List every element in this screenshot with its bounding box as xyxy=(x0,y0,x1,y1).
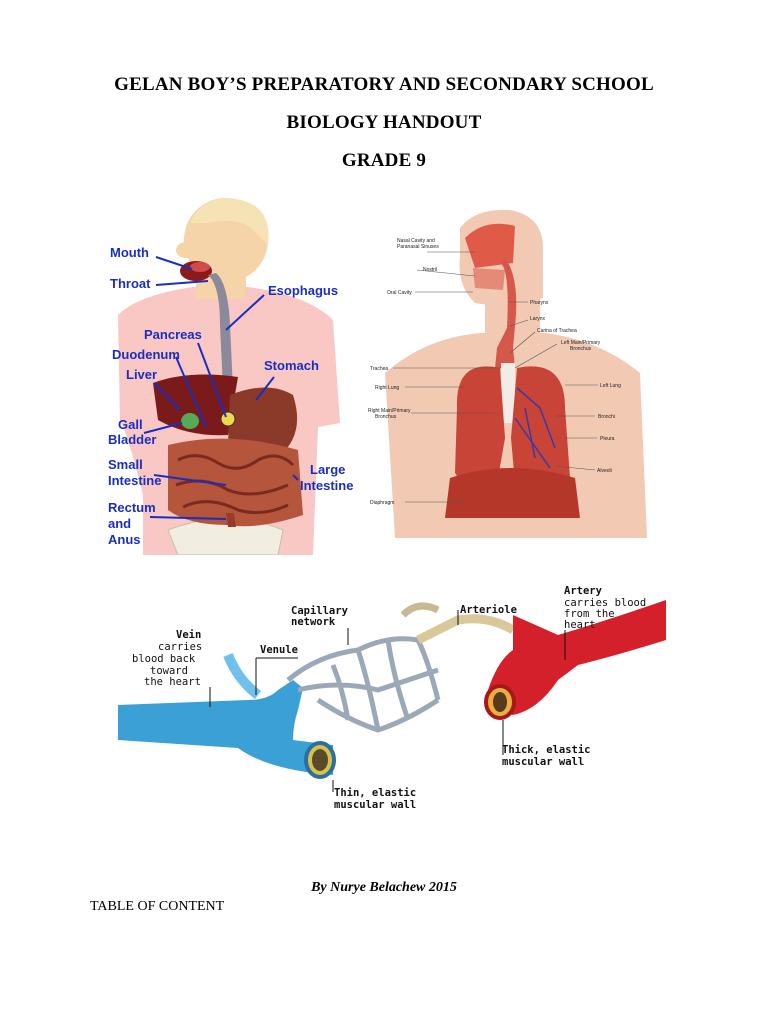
label-vein-desc-1: carries xyxy=(158,641,202,653)
label-gall: Gall xyxy=(118,417,143,432)
label-small: Small xyxy=(108,457,143,472)
label-pancreas: Pancreas xyxy=(144,327,202,342)
label-diaphragm: Diaphragm xyxy=(370,500,394,506)
label-stomach: Stomach xyxy=(264,358,319,373)
document-title: BIOLOGY HANDOUT xyxy=(286,112,482,133)
label-vein: Vein xyxy=(176,629,201,641)
table-of-content-heading: TABLE OF CONTENT xyxy=(90,899,225,914)
respiratory-system-figure: Nasal Cavity and Paranasal Sinuses Nostr… xyxy=(368,209,647,538)
school-name-heading: GELAN BOY’S PREPARATORY AND SECONDARY SC… xyxy=(114,74,654,95)
body-illustration xyxy=(118,198,340,555)
label-right-main-bronchus: Right Main/Primary xyxy=(368,408,411,414)
label-pleura: Pleura xyxy=(600,436,615,442)
label-vein-desc-2: blood back xyxy=(132,653,196,665)
label-right-bronchus: Bronchus xyxy=(375,414,397,420)
label-thick-wall-2: muscular wall xyxy=(502,756,584,768)
label-and: and xyxy=(108,516,131,531)
label-left-bronchus: Bronchus xyxy=(570,346,592,352)
label-nasal-cavity: Nasal Cavity and xyxy=(397,238,435,244)
label-pharynx: Pharynx xyxy=(530,300,549,306)
label-leader-lines xyxy=(393,251,598,503)
label-artery-desc-3: heart xyxy=(564,619,596,631)
grade-heading: GRADE 9 xyxy=(341,150,427,171)
label-larynx: Larynx xyxy=(530,316,546,322)
label-oral-cavity: Oral Cavity xyxy=(387,290,412,296)
label-left-lung: Left Lung xyxy=(600,383,621,389)
label-liver: Liver xyxy=(126,367,157,382)
label-large: Large xyxy=(310,462,345,477)
label-alveoli: Alveoli xyxy=(597,468,612,474)
label-network: network xyxy=(291,616,336,628)
label-paranasal-sinuses: Paranasal Sinuses xyxy=(397,244,439,250)
torso-illustration xyxy=(385,209,647,538)
label-artery-desc-1: carries blood xyxy=(564,597,646,609)
label-artery: Artery xyxy=(564,585,603,597)
label-rectum: Rectum xyxy=(108,500,156,515)
vessel-illustration xyxy=(118,600,666,779)
label-large-intestine: Intestine xyxy=(300,478,353,493)
label-capillary: Capillary xyxy=(291,605,349,617)
label-bronchi: Bronchi xyxy=(598,414,615,420)
label-thin-wall-2: muscular wall xyxy=(334,799,416,811)
label-left-main-bronchus: Left Main/Primary xyxy=(561,340,601,346)
label-thick-wall-1: Thick, elastic xyxy=(502,744,591,756)
label-thin-wall-1: Thin, elastic xyxy=(334,787,416,799)
label-leader-lines xyxy=(143,256,299,520)
label-right-lung: Right Lung xyxy=(375,385,399,391)
label-esophagus: Esophagus xyxy=(268,283,338,298)
label-leader-lines xyxy=(209,610,566,792)
label-artery-desc-2: from the xyxy=(564,608,615,620)
label-nostril: Nostril xyxy=(423,267,437,273)
label-vein-desc-3: toward xyxy=(150,665,188,677)
label-arteriole: Arteriole xyxy=(460,604,517,616)
label-throat: Throat xyxy=(110,276,151,291)
blood-vessels-figure: Capillary network Arteriole Artery carri… xyxy=(118,585,666,811)
label-vein-desc-4: the heart xyxy=(144,676,201,688)
label-trachea: Trachea xyxy=(370,366,388,372)
label-anus: Anus xyxy=(108,532,141,547)
digestive-system-figure: Mouth Throat Esophagus Pancreas Duodenum… xyxy=(108,198,353,555)
author-byline: By Nurye Belachew 2015 xyxy=(311,880,457,895)
label-small-intestine: Intestine xyxy=(108,473,161,488)
label-bladder: Bladder xyxy=(108,432,156,447)
label-duodenum: Duodenum xyxy=(112,347,180,362)
label-carina: Carina of Trachea xyxy=(537,328,577,334)
label-mouth: Mouth xyxy=(110,245,149,260)
label-venule: Venule xyxy=(260,644,298,656)
